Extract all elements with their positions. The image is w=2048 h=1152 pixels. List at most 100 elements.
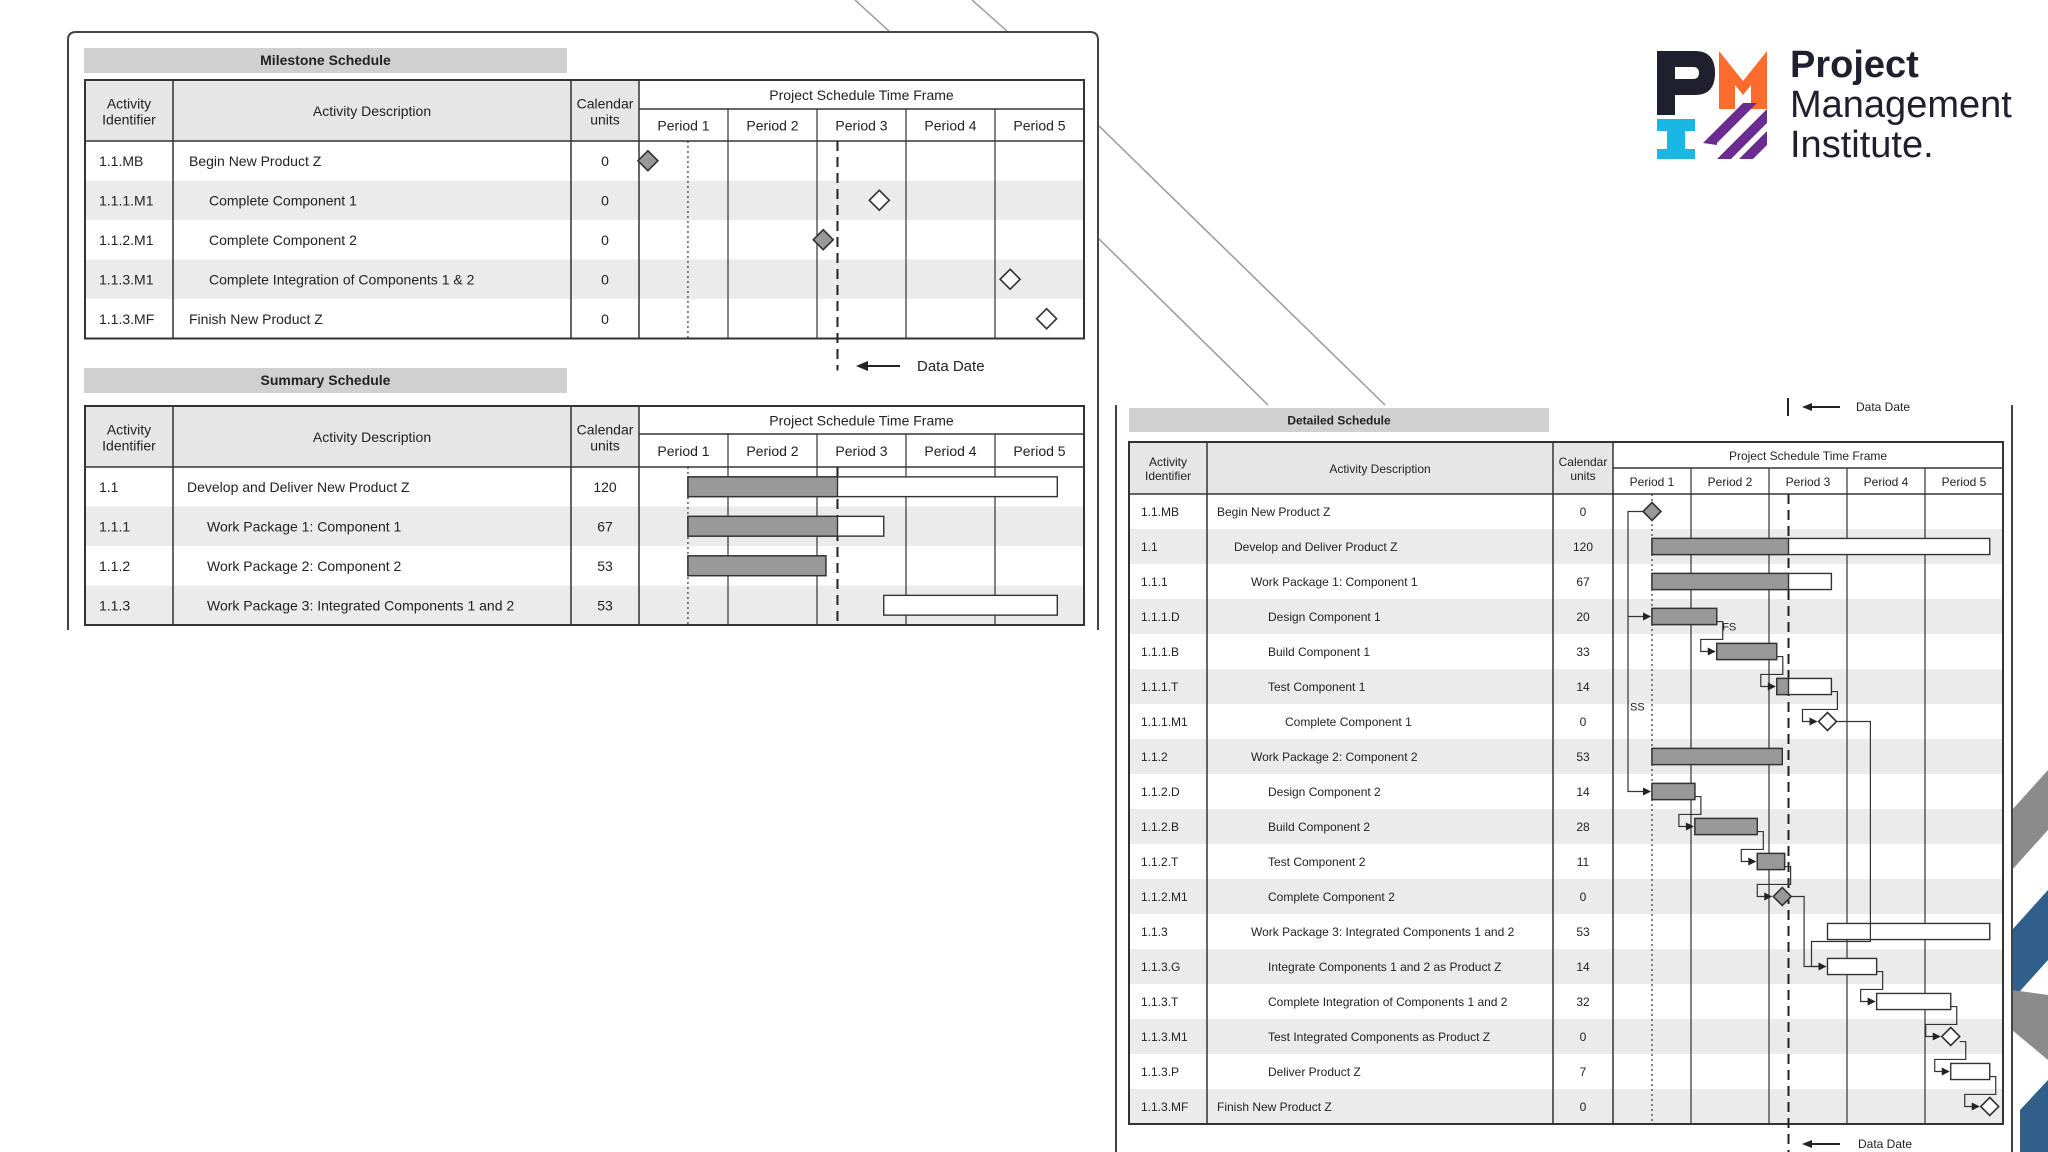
- dependency-link: [1964, 1075, 1997, 1108]
- header-bg: [1129, 442, 1613, 494]
- link-arrowhead: [1932, 1032, 1941, 1041]
- schedule-bar: [883, 594, 1059, 616]
- schedule-bar-progress: [1776, 677, 1790, 696]
- header-period: Period 5: [1013, 118, 1065, 134]
- header-calendar-units: units: [590, 438, 620, 454]
- activity-id: 1.1.3.M1: [99, 272, 154, 288]
- activity-description: Design Component 2: [1268, 785, 1381, 799]
- activity-id: 1.1.3.T: [1141, 995, 1179, 1009]
- calendar-units: 0: [601, 311, 609, 327]
- link-arrowhead: [1764, 892, 1773, 901]
- activity-description: Finish New Product Z: [189, 311, 323, 327]
- activity-description: Work Package 1: Component 1: [1251, 575, 1418, 589]
- activity-description: Build Component 1: [1268, 645, 1370, 659]
- header-period: Period 1: [657, 118, 709, 134]
- calendar-units: 0: [601, 232, 609, 248]
- activity-id: 1.1.3.P: [1141, 1065, 1179, 1079]
- section-title-band: [84, 48, 567, 73]
- link-arrowhead: [1809, 717, 1818, 726]
- calendar-units: 53: [597, 598, 613, 614]
- row-stripe: [1129, 879, 2003, 914]
- calendar-units: 33: [1576, 645, 1590, 659]
- link-arrowhead: [1643, 787, 1651, 796]
- schedule-bar-progress: [1651, 782, 1696, 801]
- activity-id: 1.1.1: [1141, 575, 1168, 589]
- activity-description: Complete Integration of Components 1 & 2: [209, 272, 475, 288]
- activity-id: 1.1.1.D: [1141, 610, 1180, 624]
- schedule-bar-progress: [1651, 747, 1783, 766]
- activity-description: Complete Component 1: [209, 193, 357, 209]
- activity-id: 1.1.3: [1141, 925, 1168, 939]
- activity-id: 1.1.3.MF: [1141, 1100, 1188, 1114]
- activity-id: 1.1.MB: [99, 153, 143, 169]
- schedule-bar: [1875, 992, 1952, 1011]
- calendar-units: 14: [1576, 680, 1590, 694]
- calendar-units: 0: [1580, 890, 1587, 904]
- schedule-bar-progress: [687, 515, 839, 537]
- schedule-bar-progress: [1694, 817, 1759, 836]
- logo-line-2: Management: [1790, 84, 2012, 126]
- activity-id: 1.1.2: [99, 558, 130, 574]
- header-period: Period 4: [924, 443, 976, 459]
- activity-id: 1.1.2.B: [1141, 820, 1179, 834]
- data-date-label: Data Date: [917, 358, 985, 375]
- header-period: Period 4: [1864, 475, 1909, 489]
- activity-description: Complete Integration of Components 1 and…: [1268, 995, 1508, 1009]
- calendar-units: 0: [1580, 505, 1587, 519]
- header-time-frame: Project Schedule Time Frame: [769, 413, 954, 429]
- activity-id: 1.1.3.MF: [99, 311, 154, 327]
- link-arrowhead: [1818, 962, 1827, 971]
- calendar-units: 67: [1576, 575, 1590, 589]
- calendar-units: 0: [1580, 1100, 1587, 1114]
- milestone-diamond: [1940, 1026, 1961, 1047]
- header-activity-id: Identifier: [102, 112, 156, 128]
- row-stripe: [1129, 599, 2003, 634]
- schedule-bar: [1826, 922, 1991, 941]
- table-border: [1128, 441, 2004, 1125]
- dependency-link: [1760, 655, 1784, 688]
- schedule-bar: [1826, 957, 1878, 976]
- link-arrowhead: [1748, 857, 1757, 866]
- milestone-diamond: [1772, 886, 1793, 907]
- data-date-label-bottom: Data Date: [1858, 1137, 1912, 1151]
- data-date-label-top: Data Date: [1856, 400, 1910, 414]
- activity-id: 1.1.3.M1: [1141, 1030, 1188, 1044]
- header-description: Activity Description: [313, 429, 431, 445]
- dependency-link: [1791, 895, 1826, 968]
- header-period: Period 5: [1013, 443, 1065, 459]
- dependency-link: [1740, 830, 1764, 863]
- data-date-arrowhead: [856, 361, 868, 371]
- detailed-schedule: Detailed ScheduleActivityIdentifierActiv…: [1128, 408, 2004, 1152]
- link-arrowhead: [1971, 1102, 1980, 1111]
- activity-description: Work Package 2: Component 2: [207, 558, 402, 574]
- schedule-bar-progress: [1651, 572, 1790, 591]
- row-stripe: [85, 180, 1084, 220]
- table-border: [84, 79, 1085, 340]
- link-arrowhead: [1941, 1067, 1950, 1076]
- milestone-diamond: [998, 268, 1022, 291]
- calendar-units: 28: [1576, 820, 1590, 834]
- activity-description: Test Integrated Components as Product Z: [1268, 1030, 1490, 1044]
- milestone-diamond: [1979, 1096, 2000, 1117]
- row-stripe: [1129, 739, 2003, 774]
- milestone-diamond: [812, 228, 835, 251]
- data-date-arrowhead: [1802, 403, 1812, 411]
- activity-id: 1.1.1.B: [1141, 645, 1179, 659]
- data-date-arrowhead: [1802, 1140, 1812, 1148]
- row-stripe: [85, 506, 1084, 546]
- milestone-diamond: [1035, 307, 1058, 330]
- milestone-diamond: [868, 189, 891, 212]
- activity-id: 1.1.2.D: [1141, 785, 1180, 799]
- activity-description: Test Component 1: [1268, 680, 1366, 694]
- calendar-units: 53: [1576, 925, 1590, 939]
- activity-description: Begin New Product Z: [1217, 505, 1330, 519]
- activity-id: 1.1.2: [1141, 750, 1168, 764]
- summary-schedule: Summary ScheduleActivityIdentifierActivi…: [84, 368, 1085, 626]
- calendar-units: 14: [1576, 960, 1590, 974]
- activity-id: 1.1.MB: [1141, 505, 1179, 519]
- header-activity-id: Activity: [107, 421, 151, 437]
- header-bg: [85, 406, 639, 467]
- header-time-frame: Project Schedule Time Frame: [1729, 449, 1887, 463]
- activity-description: Begin New Product Z: [189, 153, 322, 169]
- activity-description: Work Package 1: Component 1: [207, 519, 402, 535]
